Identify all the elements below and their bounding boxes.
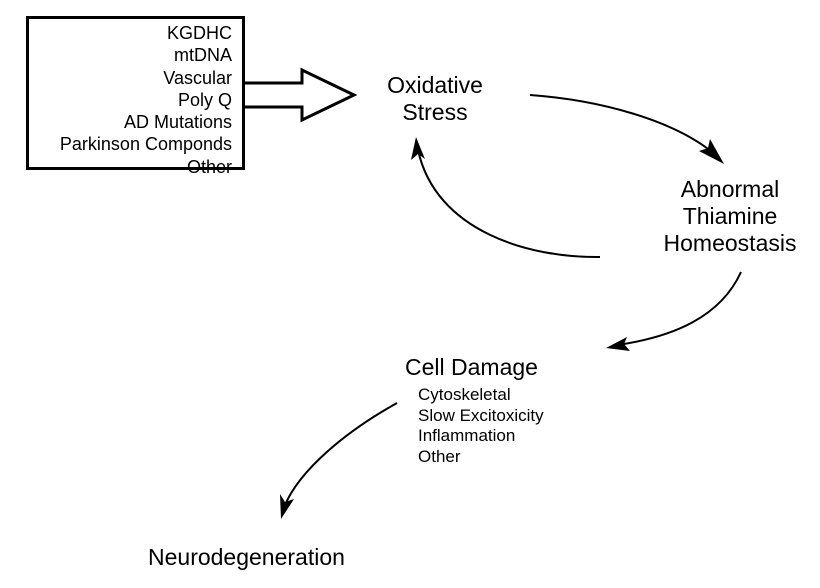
causes-list: KGDHC mtDNA Vascular Poly Q AD Mutations…: [60, 22, 232, 178]
node-label-line: Cell Damage: [405, 354, 538, 380]
thiamine-to-oxidative-arrow: [417, 149, 601, 259]
oxidative-stress-node: Oxidative Stress: [360, 72, 510, 126]
damage-type-item: Other: [418, 446, 461, 466]
cause-item: AD Mutations: [123, 112, 232, 133]
abnormal-thiamine-node: Abnormal Thiamine Homeostasis: [640, 176, 820, 257]
oxidative-to-thiamine-arrowhead: [699, 139, 724, 164]
cause-item: KGDHC: [166, 23, 232, 43]
cell-damage-to-neurodegeneration-arrowhead: [280, 494, 294, 519]
cause-item: mtDNA: [174, 45, 232, 66]
cell-damage-to-neurodegeneration-arrow: [284, 402, 398, 506]
causes-box: KGDHC mtDNA Vascular Poly Q AD Mutations…: [26, 16, 245, 177]
thiamine-to-cell-damage-arrowhead: [606, 337, 630, 351]
thiamine-to-cell-damage-arrow: [623, 271, 742, 345]
neurodegeneration-node: Neurodegeneration: [148, 544, 388, 571]
causes-to-oxidative-arrow: [245, 67, 358, 123]
node-label-line: Neurodegeneration: [148, 544, 345, 570]
cause-item: Parkinson Componds: [59, 134, 232, 155]
thiamine-to-oxidative-arrowhead: [411, 137, 425, 160]
node-label-line: Oxidative: [387, 72, 483, 98]
cause-item: Other: [186, 156, 232, 177]
cell-damage-types-list: Cytoskeletal Slow Excitoxicity Inflammat…: [418, 385, 544, 467]
cause-item: Poly Q: [177, 89, 232, 110]
node-label-line: Abnormal: [680, 176, 780, 202]
node-label-line: Thiamine: [682, 203, 778, 229]
damage-type-item: Cytoskeletal: [418, 385, 511, 404]
damage-type-item: Inflammation: [418, 426, 516, 445]
cell-damage-node: Cell Damage: [405, 354, 575, 381]
cause-item: Vascular: [163, 67, 232, 88]
node-label-line: Stress: [402, 99, 468, 125]
damage-type-item: Slow Excitoxicity: [418, 405, 544, 425]
node-label-line: Homeostasis: [663, 230, 797, 256]
oxidative-to-thiamine-arrow: [529, 94, 713, 153]
